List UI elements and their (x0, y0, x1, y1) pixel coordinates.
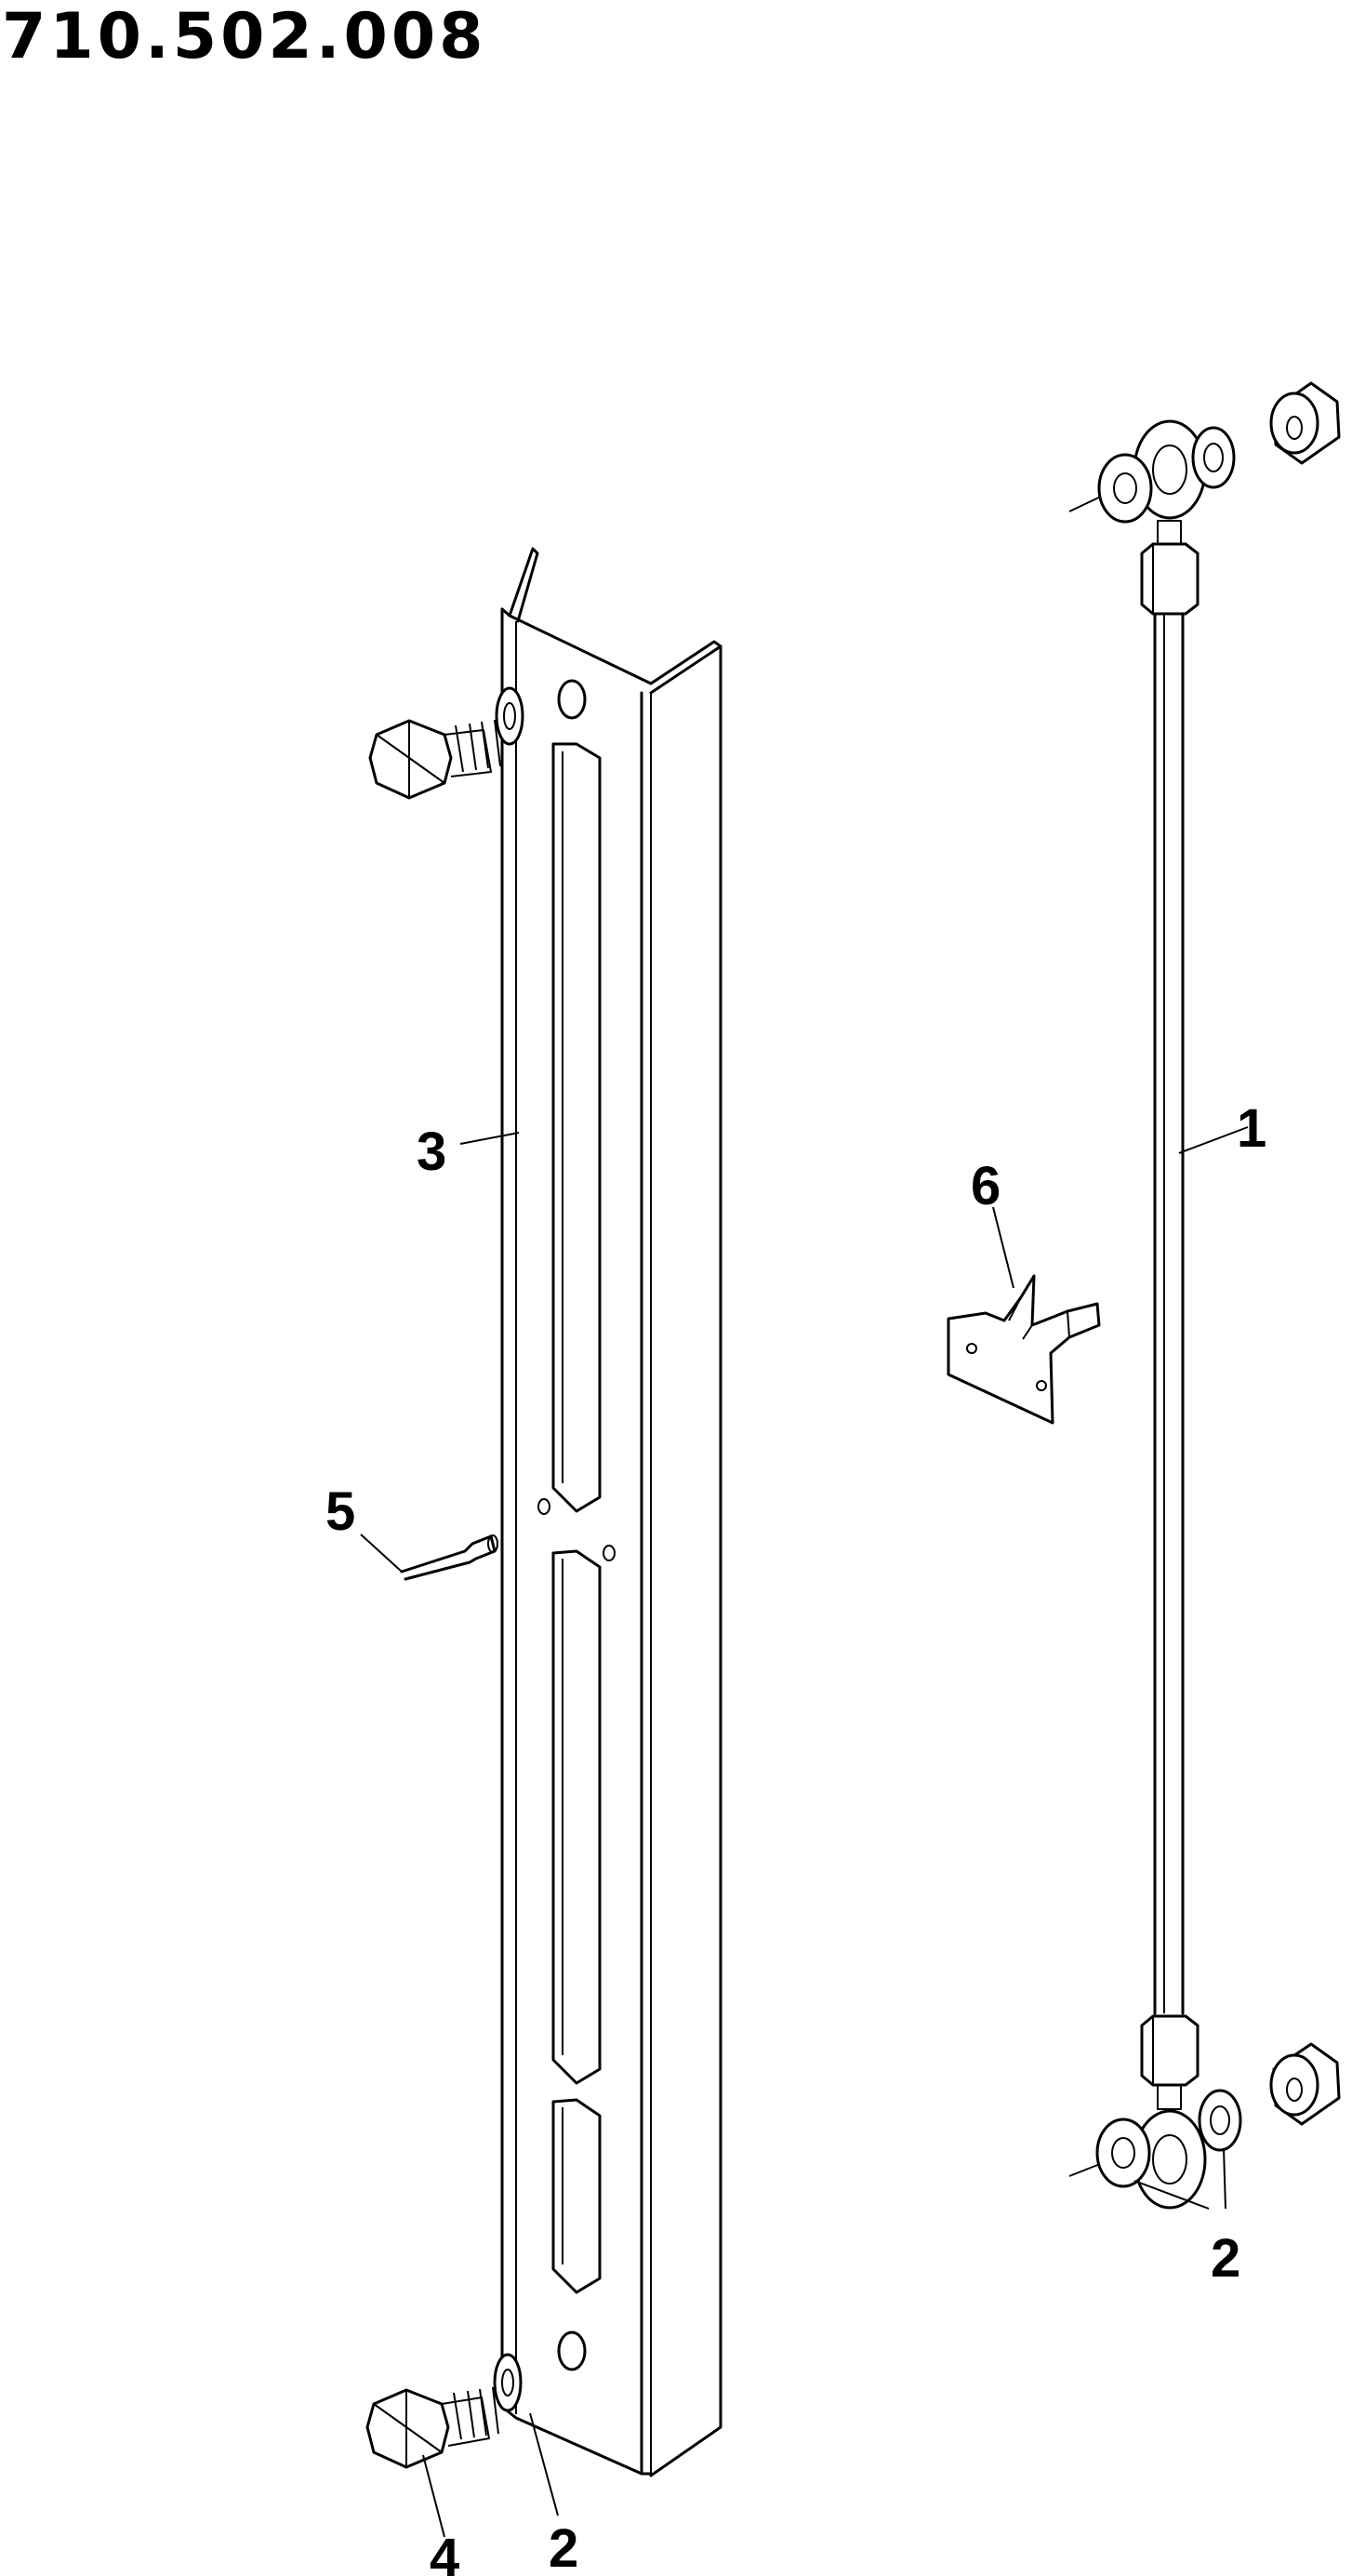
callout-3: 3 (417, 1122, 446, 1182)
callout-1: 1 (1237, 1098, 1266, 1159)
callout-6: 6 (971, 1156, 1001, 1216)
clip (947, 1274, 1101, 1425)
spacer-top (1269, 381, 1341, 465)
washer-top-front (1068, 453, 1153, 524)
washer-top-back (1191, 426, 1236, 489)
callout-4: 4 (430, 2528, 459, 2576)
washer-bottom-back (1198, 2089, 1242, 2152)
callout-2-rod: 2 (1211, 2228, 1240, 2289)
strut-rod (1133, 419, 1207, 2210)
washer-bottom-front (1068, 2118, 1151, 2188)
bolt-top (368, 686, 524, 800)
slotted-angle-bracket (500, 547, 722, 2477)
callout-2-bolt: 2 (549, 2518, 578, 2576)
bolt-bottom (365, 2353, 523, 2469)
leader-lines (360, 1126, 1249, 2538)
drawing-number: 710.502.008 (2, 0, 487, 73)
spacer-bottom (1269, 2042, 1341, 2126)
rivet (400, 1534, 498, 1581)
callout-5: 5 (325, 1481, 355, 1542)
